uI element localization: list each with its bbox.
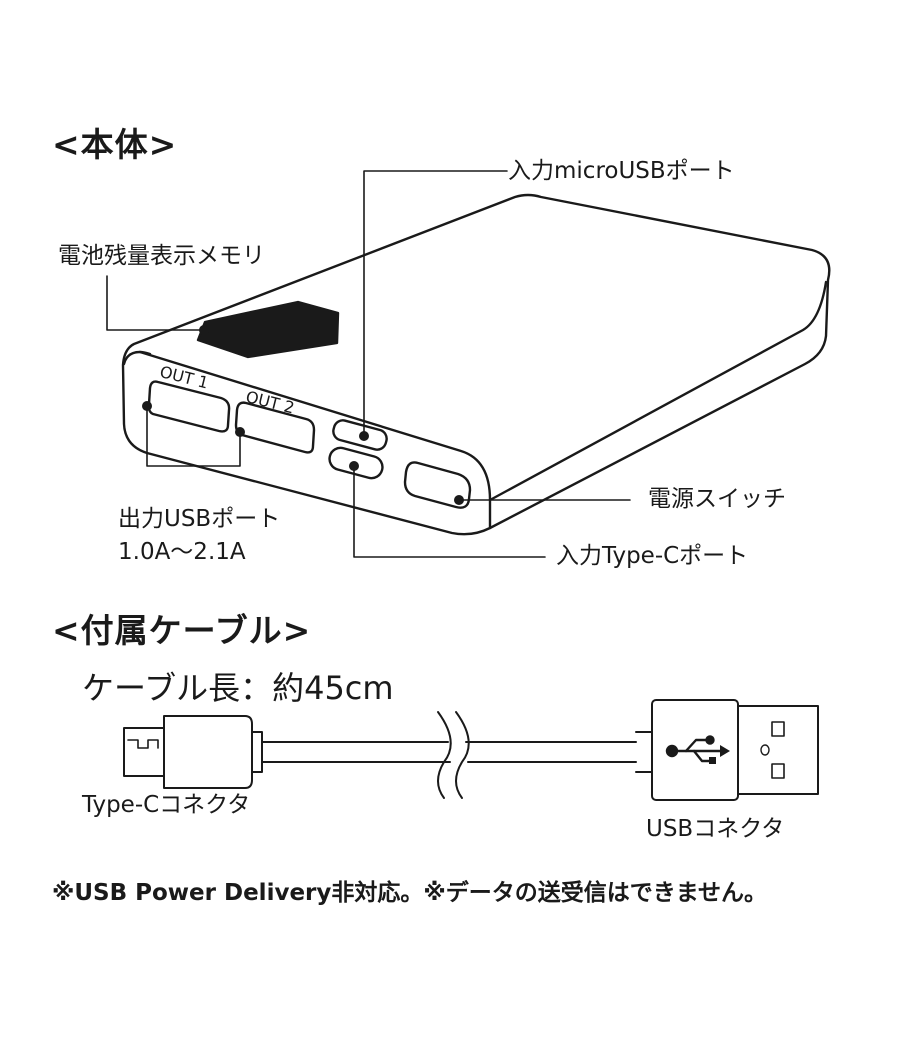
heading-cable: <付属ケーブル> xyxy=(52,611,312,650)
typec-connector-label: Type-Cコネクタ xyxy=(82,792,251,818)
callout-power-switch: 電源スイッチ xyxy=(648,486,786,512)
callout-usb-output-rating: 1.0A〜2.1A xyxy=(118,539,246,565)
cable-wire-left xyxy=(261,741,451,763)
usb-connector-label: USBコネクタ xyxy=(646,816,785,842)
heading-body: <本体> xyxy=(52,125,178,164)
power-switch xyxy=(403,461,472,509)
power-bank-outline xyxy=(121,193,831,536)
callout-usb-output: 出力USBポート xyxy=(118,506,281,532)
cable-length: ケーブル長：約45cm xyxy=(82,669,394,707)
footnote: ※USB Power Delivery非対応。※データの送受信はできません。 xyxy=(52,880,768,906)
cable-illustration xyxy=(123,699,819,801)
usb-symbol-icon xyxy=(665,735,730,764)
cable-break-left xyxy=(437,711,452,799)
port-type-c xyxy=(328,446,384,480)
cable-wire-right xyxy=(465,741,637,763)
callout-battery-memory: 電池残量表示メモリ xyxy=(58,243,265,269)
port-out1 xyxy=(147,380,231,433)
port-out2 xyxy=(234,401,316,454)
callout-micro-usb-input: 入力microUSBポート xyxy=(508,158,735,184)
typec-connector-shape xyxy=(123,715,263,789)
battery-display xyxy=(196,300,340,359)
port-micro-usb xyxy=(332,419,388,451)
callout-dots xyxy=(142,325,464,505)
callout-lines xyxy=(106,170,631,558)
callout-typec-input: 入力Type-Cポート xyxy=(556,543,749,569)
cable-break-right xyxy=(455,711,470,799)
usb-connector-shape xyxy=(635,699,819,801)
